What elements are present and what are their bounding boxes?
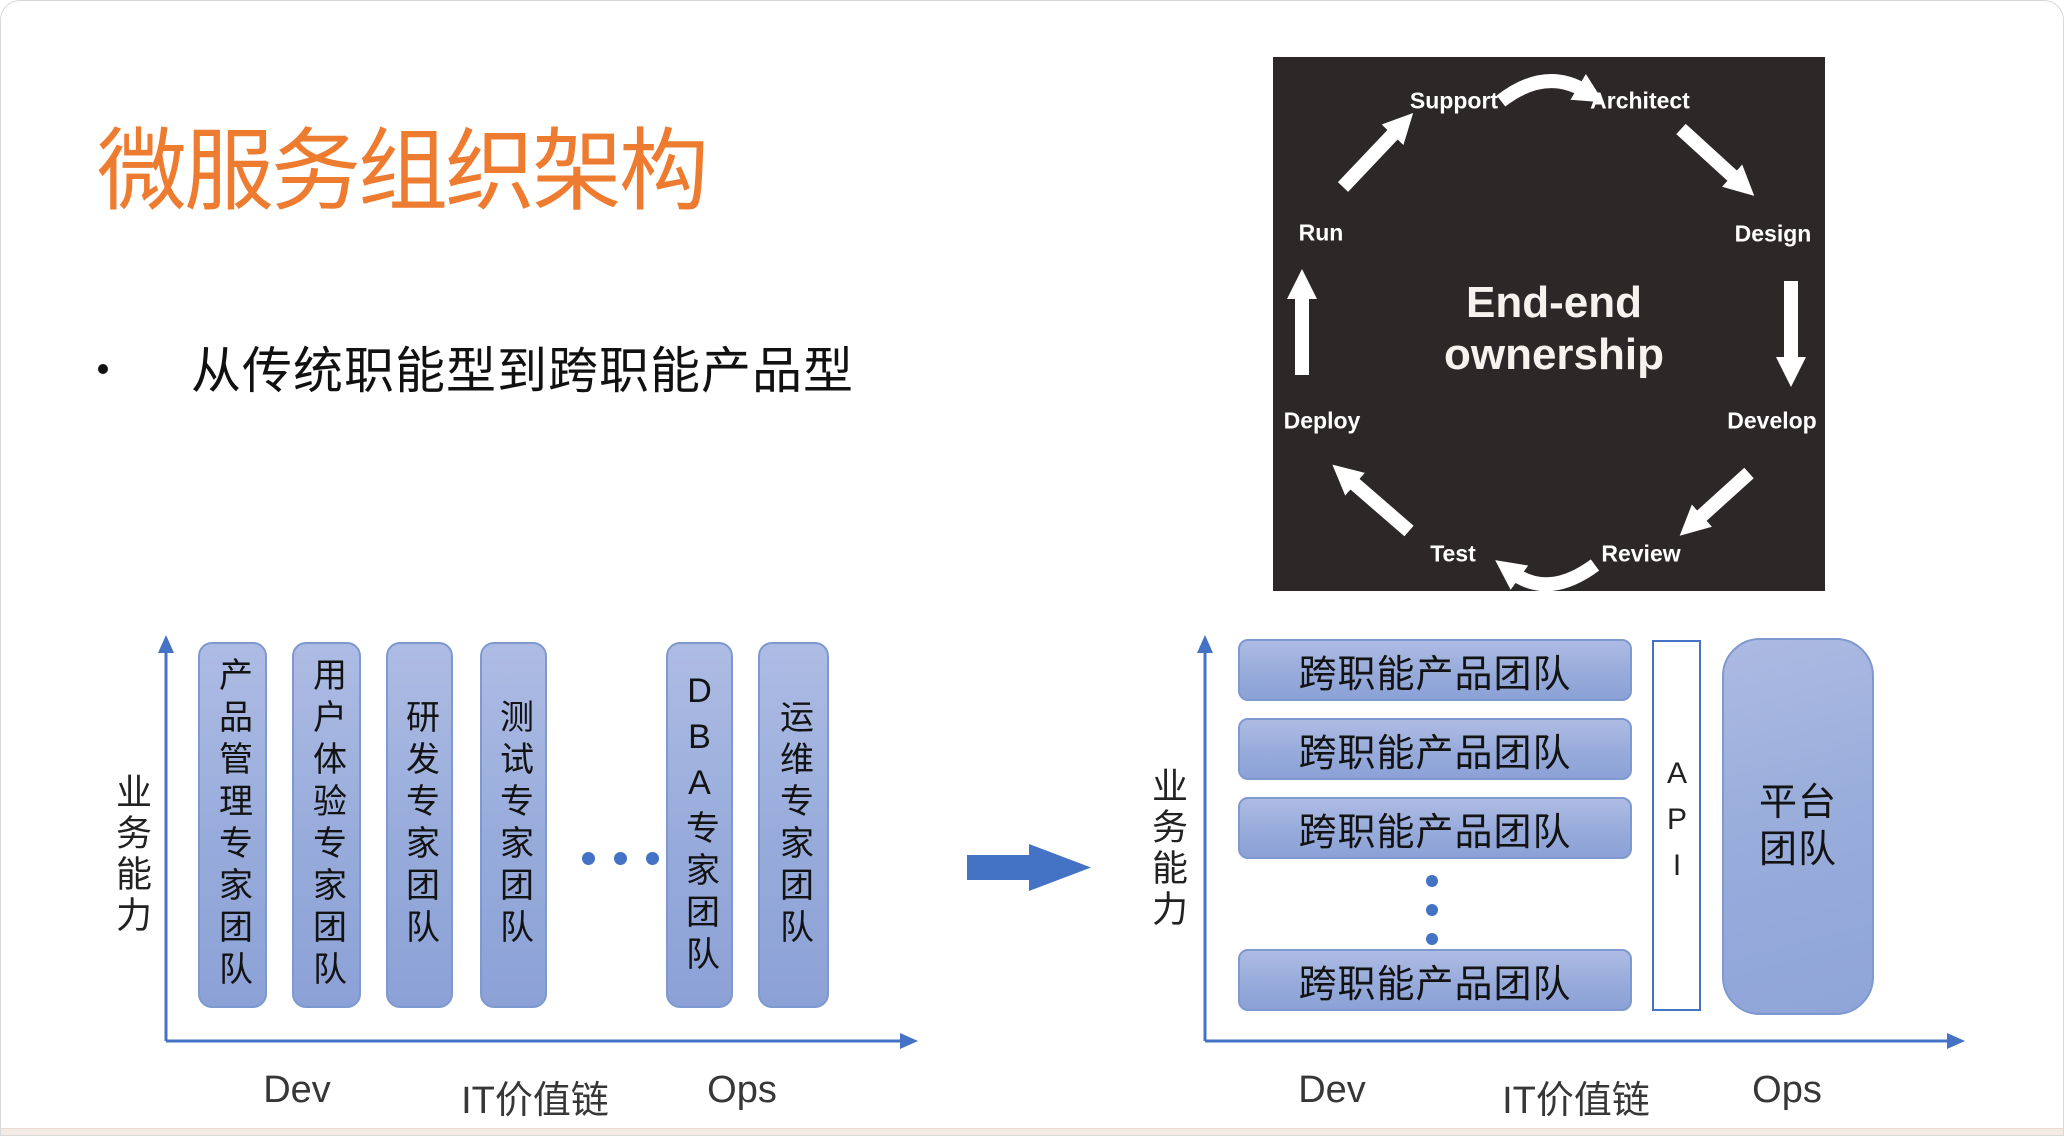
cross-functional-team-label: 跨职能产品团队 [1298, 811, 1572, 854]
team-column-dba: DBA专家团队 [666, 642, 733, 1008]
team-column-label: 运维专家团队 [774, 699, 813, 951]
team-column-label: 用户体验专家团队 [307, 657, 346, 993]
right-x-label-it-value-chain: IT价值链 [1502, 1080, 1650, 1122]
cycle-stage-support: Support [1409, 87, 1499, 114]
cycle-center-line1: End-end [1466, 278, 1642, 328]
cross-functional-team-label: 跨职能产品团队 [1298, 963, 1572, 1006]
team-column-label: 产品管理专家团队 [213, 657, 252, 993]
arrow-review-to-test [1495, 559, 1600, 591]
ellipsis-dot [614, 852, 627, 865]
arrow-architect-to-design [1676, 123, 1755, 196]
team-column-label: 研发专家团队 [400, 699, 439, 951]
bullet-text: 从传统职能型到跨职能产品型 [191, 343, 854, 399]
api-layer-box: API [1652, 640, 1701, 1011]
end-end-ownership-cycle-panel: Support Architect Run Design Deploy Deve… [1273, 57, 1825, 591]
slide-bottom-edge [1, 1128, 2063, 1135]
cycle-stage-architect: Architect [1590, 87, 1690, 114]
cross-functional-team-box: 跨职能产品团队 [1238, 949, 1632, 1011]
right-x-label-ops: Ops [1752, 1069, 1822, 1111]
cross-functional-team-label: 跨职能产品团队 [1298, 653, 1572, 696]
arrow-support-to-architect [1496, 74, 1604, 107]
ellipsis-dot [1426, 904, 1438, 916]
cycle-stage-review: Review [1601, 540, 1681, 567]
ellipsis-dot [646, 852, 659, 865]
cross-functional-team-box: 跨职能产品团队 [1238, 797, 1632, 859]
bullet-marker [98, 364, 108, 374]
team-column-product-management: 产品管理专家团队 [198, 642, 267, 1008]
cycle-arrows-graphic [1287, 74, 1806, 591]
team-column-label: DBA专家团队 [680, 672, 719, 978]
cross-functional-team-label: 跨职能产品团队 [1298, 732, 1572, 775]
team-column-rnd: 研发专家团队 [386, 642, 453, 1008]
cross-functional-team-box: 跨职能产品团队 [1238, 639, 1632, 701]
arrow-run-to-support [1337, 113, 1414, 192]
left-x-label-dev: Dev [263, 1069, 331, 1111]
arrow-test-to-deploy [1332, 464, 1414, 537]
page-title: 微服务组织架构 [97, 122, 709, 222]
transformation-arrow [967, 844, 1091, 891]
ellipsis-dot [1426, 933, 1438, 945]
cycle-center-line2: ownership [1443, 330, 1665, 379]
team-column-testing: 测试专家团队 [480, 642, 547, 1008]
cycle-stage-develop: Develop [1727, 407, 1817, 434]
ellipsis-dot [1426, 875, 1438, 887]
cross-functional-team-box: 跨职能产品团队 [1238, 718, 1632, 780]
platform-team-box: 平台团队 [1722, 638, 1874, 1015]
api-label: API [1660, 756, 1694, 895]
cycle-center-label: End-end ownership [1444, 277, 1664, 381]
left-y-axis-label: 业务能力 [111, 773, 152, 937]
cycle-stage-run: Run [1298, 219, 1344, 246]
left-x-label-ops: Ops [707, 1069, 777, 1111]
cycle-stage-test: Test [1430, 540, 1476, 567]
cycle-stage-deploy: Deploy [1283, 407, 1361, 434]
team-column-operations: 运维专家团队 [758, 642, 829, 1008]
right-y-axis-label: 业务能力 [1147, 767, 1188, 931]
team-column-user-experience: 用户体验专家团队 [292, 642, 361, 1008]
left-x-label-it-value-chain: IT价值链 [461, 1080, 609, 1122]
ellipsis-dot [582, 852, 595, 865]
cycle-stage-design: Design [1734, 220, 1812, 247]
right-x-label-dev: Dev [1298, 1069, 1366, 1111]
platform-team-label: 平台团队 [1758, 782, 1837, 871]
arrow-develop-to-review [1679, 467, 1754, 536]
team-column-label: 测试专家团队 [494, 699, 533, 951]
